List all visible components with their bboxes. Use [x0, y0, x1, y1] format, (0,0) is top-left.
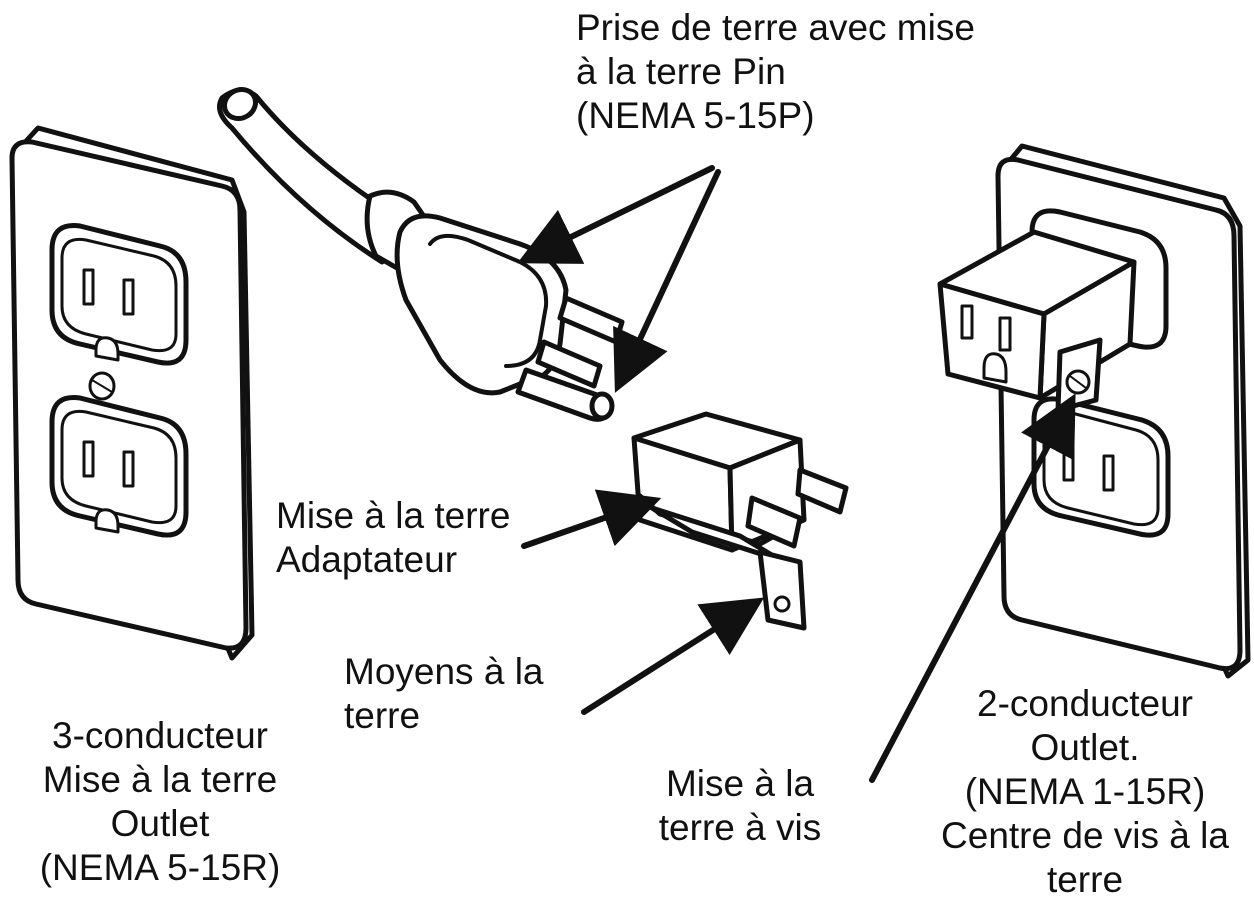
label-grounding-pin-line-2: à la terre Pin [576, 51, 786, 92]
label-grounding-means-line-1: Moyens à la [344, 651, 544, 692]
label-grounding-means: Moyens à la terre [344, 650, 544, 738]
adapter-in-outlet-drawing [937, 229, 1137, 413]
label-outlet-2-conductor-line-4: Centre de vis à la [941, 815, 1229, 856]
outlet-3-conductor-drawing [9, 125, 255, 661]
label-outlet-2-conductor-line-5: terre [1046, 859, 1124, 900]
arrow-to-plug-body [517, 165, 715, 264]
label-outlet-3-conductor-line-4: (NEMA 5-15R) [39, 847, 281, 888]
outlet-2-conductor-drawing [995, 143, 1251, 679]
label-outlet-3-conductor-line-1: 3-conducteur [52, 715, 268, 756]
label-outlet-2-conductor-line-3: (NEMA 1-15R) [964, 771, 1206, 812]
callout-arrows [517, 165, 1076, 783]
label-outlet-2-conductor: 2-conducteur Outlet. (NEMA 1-15R) Centre… [920, 682, 1250, 902]
label-grounding-means-line-2: terre [344, 695, 421, 736]
label-grounding-adapter-line-1: Mise à la terre [276, 495, 511, 536]
label-grounding-pin-line-3: (NEMA 5-15P) [576, 95, 815, 136]
label-grounding-pin: Prise de terre avec mise à la terre Pin … [576, 6, 975, 138]
label-outlet-3-conductor: 3-conducteur Mise à la terre Outlet (NEM… [10, 714, 310, 890]
arrow-to-adapter [521, 489, 662, 549]
label-grounding-adapter: Mise à la terre Adaptateur [276, 494, 510, 582]
label-outlet-2-conductor-line-1: 2-conducteur [977, 683, 1193, 724]
label-grounding-screw-line-1: Mise à la [665, 763, 815, 804]
label-outlet-2-conductor-line-2: Outlet. [1030, 727, 1140, 768]
arrow-to-ground-screw [869, 393, 1076, 783]
grounding-adapter-drawing [631, 411, 849, 631]
label-outlet-3-conductor-line-2: Mise à la terre [42, 759, 278, 800]
label-grounding-adapter-line-2: Adaptateur [276, 539, 458, 580]
arrow-to-ground-pin [613, 169, 721, 393]
grounding-plug-drawing [217, 86, 625, 422]
label-grounding-screw-line-2: terre à vis [658, 807, 822, 848]
label-grounding-screw: Mise à la terre à vis [630, 762, 850, 850]
label-outlet-3-conductor-line-3: Outlet [110, 803, 210, 844]
arrow-to-ground-tab [581, 597, 765, 715]
label-grounding-pin-line-1: Prise de terre avec mise [576, 7, 975, 48]
